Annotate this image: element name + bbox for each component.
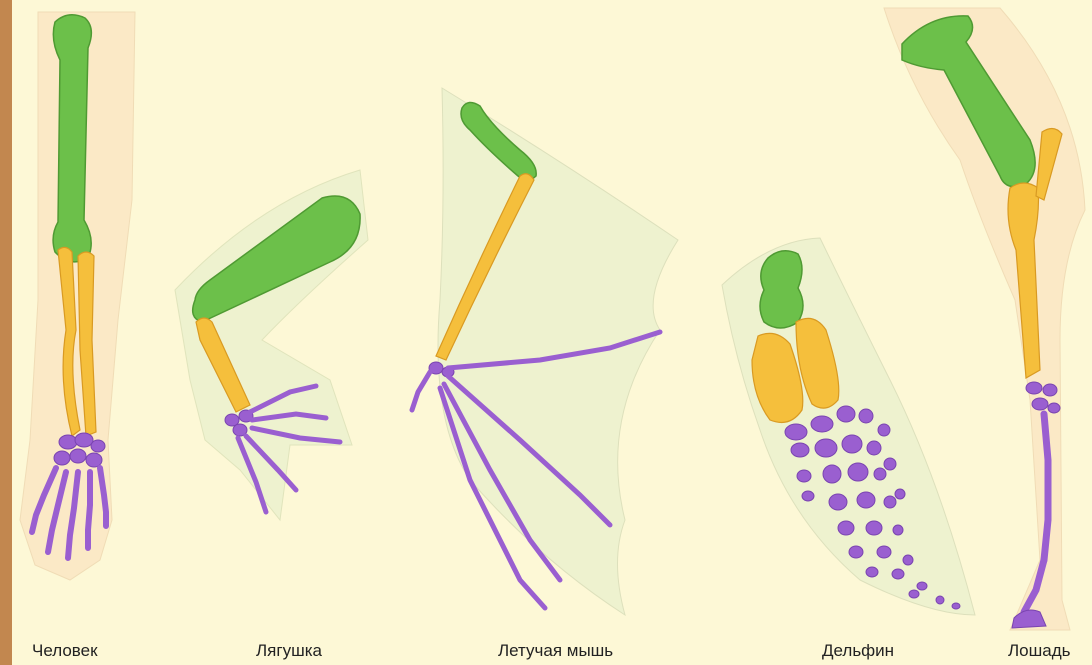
caption-dolphin: Дельфин <box>822 641 894 661</box>
dolphin-humerus <box>760 251 803 328</box>
bat-limb <box>412 88 678 615</box>
dolphin-skin-outline <box>722 238 975 615</box>
frog-limb <box>175 170 368 520</box>
caption-horse: Лошадь <box>1008 641 1070 661</box>
human-humerus <box>53 15 91 262</box>
human-limb <box>20 12 135 580</box>
caption-human: Человек <box>32 641 98 661</box>
dolphin-limb <box>722 238 975 615</box>
caption-bat: Летучая мышь <box>498 641 613 661</box>
caption-frog: Лягушка <box>256 641 322 661</box>
bat-wing-membrane <box>438 88 678 615</box>
